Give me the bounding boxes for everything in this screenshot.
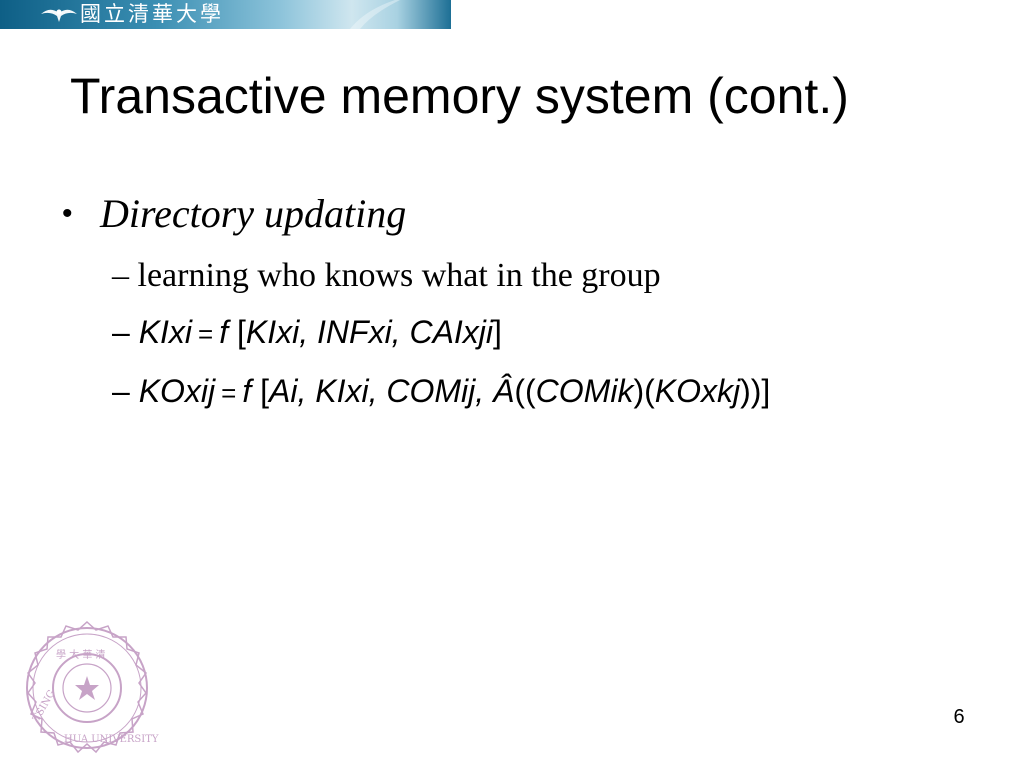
formula-bracket: [: [260, 373, 269, 409]
formula-args: KIxi, INFxi, CAIxji: [245, 314, 494, 350]
subitem-learning: – learning who knows what in the group: [112, 252, 661, 300]
page-number: 6: [953, 706, 965, 728]
dash-marker: –: [112, 373, 130, 409]
dash-marker: –: [112, 257, 129, 294]
university-seal-icon: 學 大 華 清 TSING HUA UNIVERSITY: [26, 620, 159, 754]
bullet-text: Directory updating: [100, 191, 407, 236]
subitem-kixi-formula: – KIxi=f [KIxi, INFxi, CAIxji]: [112, 308, 502, 356]
subitem-text: learning who knows what in the group: [129, 257, 661, 294]
slide-title: Transactive memory system (cont.): [70, 68, 849, 124]
svg-text:HUA UNIVERSITY: HUA UNIVERSITY: [64, 734, 159, 745]
formula-paren: ((: [514, 373, 536, 409]
formula-term: KOxij: [138, 373, 216, 409]
formula-term: COMik: [535, 373, 634, 409]
formula-function: f: [242, 373, 252, 409]
formula-bracket: ]: [493, 314, 502, 350]
formula-paren: ))]: [740, 373, 771, 409]
formula-bracket: [: [237, 314, 246, 350]
eagle-emblem-icon: [41, 9, 77, 22]
formula-term: KIxi: [138, 314, 193, 350]
formula-args: Ai, KIxi, COMij, Â: [269, 373, 515, 409]
formula-equals: =: [221, 378, 237, 408]
banner-decoration: [350, 0, 400, 29]
header-banner: 國立清華大學: [0, 0, 451, 29]
subitem-koxij-formula: – KOxij=f [Ai, KIxi, COMij, Â((COMik)(KO…: [112, 367, 770, 415]
dash-marker: –: [112, 314, 130, 350]
svg-text:學 大 華 清: 學 大 華 清: [56, 648, 106, 661]
formula-function: f: [219, 314, 229, 350]
formula-equals: =: [198, 319, 214, 349]
formula-paren: )(: [633, 373, 655, 409]
bullet-marker: •: [62, 197, 73, 230]
university-name: 國立清華大學: [80, 2, 224, 26]
formula-term: KOxkj: [654, 373, 741, 409]
